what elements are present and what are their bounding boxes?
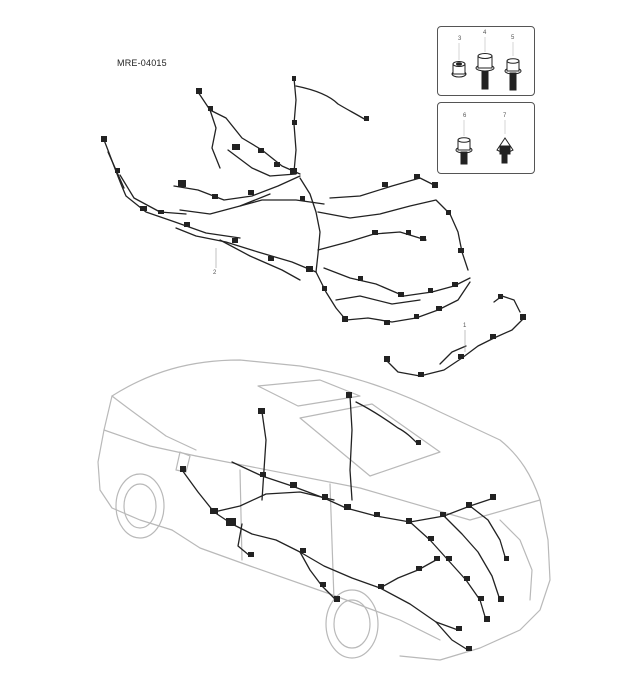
hex-bolt-icon bbox=[455, 120, 473, 165]
installed-connectors bbox=[180, 392, 509, 651]
fastener-box-bottom bbox=[437, 102, 535, 174]
vehicle-outline bbox=[97, 359, 551, 661]
callout-7: 7 bbox=[503, 113, 507, 119]
flange-nut-icon bbox=[451, 43, 467, 78]
callout-3: 3 bbox=[458, 36, 462, 42]
diagram-code: MRE-04015 bbox=[117, 58, 167, 68]
hex-flange-bolt-icon bbox=[475, 37, 495, 90]
callout-1: 1 bbox=[463, 323, 467, 329]
harness-connectors bbox=[101, 76, 526, 377]
callout-6: 6 bbox=[463, 113, 467, 119]
clip-bolt-icon bbox=[496, 120, 514, 164]
callout-5: 5 bbox=[511, 35, 515, 41]
callout-2: 2 bbox=[213, 270, 217, 276]
hex-bolt-icon bbox=[504, 42, 522, 91]
harness-assembly bbox=[103, 77, 525, 377]
callout-4: 4 bbox=[483, 30, 487, 36]
